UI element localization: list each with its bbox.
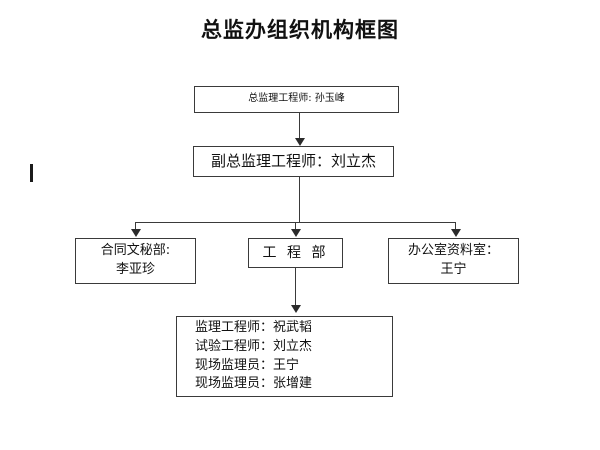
node-engineering-line1: 工 程 部 <box>262 244 329 261</box>
node-engineering-department: 工 程 部 <box>248 238 343 268</box>
node-deputy-chief-supervising-engineer: 副总监理工程师：刘立杰 <box>193 146 394 177</box>
connector-engineering-to-staff <box>295 268 296 309</box>
node-staff-line2: 试验工程师：刘立杰 <box>195 338 313 354</box>
node-office-line1: 办公室资料室： <box>407 243 499 259</box>
connector-director-to-deputy <box>299 113 300 139</box>
connector-bus-to-contract <box>135 222 136 231</box>
node-staff-line3: 现场监理员：王宁 <box>195 357 300 373</box>
connector-bus-to-engineering <box>295 222 296 231</box>
connector-bus-to-office <box>455 222 456 231</box>
arrowhead-engineering-to-staff <box>291 305 301 313</box>
node-chief-supervising-engineer: 总监理工程师: 孙玉峰 <box>194 86 399 113</box>
node-staff-line4: 现场监理员：张增建 <box>195 376 313 392</box>
node-office-line2: 王宁 <box>440 262 467 277</box>
node-engineering-staff-list: 监理工程师：祝武韬 试验工程师：刘立杰 现场监理员：王宁 现场监理员：张增建 <box>176 316 393 397</box>
node-director-line1: 总监理工程师: 孙玉峰 <box>248 93 345 105</box>
node-office-archives-room: 办公室资料室： 王宁 <box>388 238 519 284</box>
node-deputy-line1: 副总监理工程师：刘立杰 <box>210 151 376 170</box>
arrowhead-bus-to-contract <box>131 229 141 237</box>
arrowhead-bus-to-engineering <box>291 229 301 237</box>
connector-deputy-to-bus <box>299 177 300 222</box>
node-contract-line1: 合同文秘部: <box>100 243 171 259</box>
text-cursor-caret <box>30 164 33 182</box>
arrowhead-bus-to-office <box>451 229 461 237</box>
node-contract-secretarial-department: 合同文秘部: 李亚珍 <box>75 238 196 284</box>
node-staff-line1: 监理工程师：祝武韬 <box>195 319 313 335</box>
page-title: 总监办组织机构框图 <box>201 18 399 42</box>
node-contract-line2: 李亚珍 <box>115 262 155 277</box>
arrowhead-director-to-deputy <box>295 138 305 146</box>
